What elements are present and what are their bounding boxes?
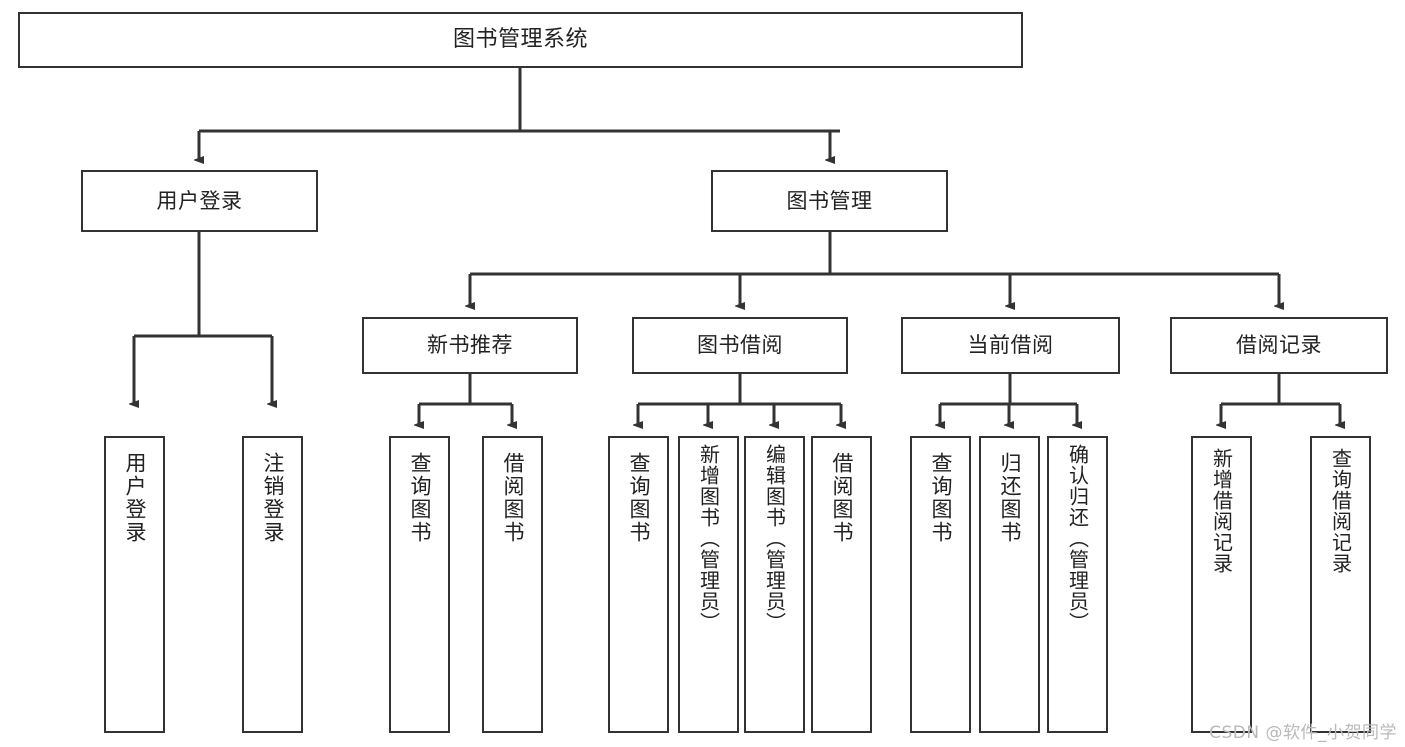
leaf-current-borrow-query[interactable]: 查询图书 — [910, 436, 971, 733]
leaf-book-borrow-add[interactable]: 新增图书（管理员） — [678, 436, 739, 733]
node-label: 当前借阅 — [967, 333, 1054, 358]
node-label: 查询图书 — [627, 452, 651, 544]
node-label: 新增借阅记录 — [1209, 448, 1234, 574]
leaf-book-borrow-query[interactable]: 查询图书 — [608, 436, 669, 733]
node-label: 新增图书（管理员） — [696, 444, 721, 633]
leaf-current-borrow-confirm[interactable]: 确认归还（管理员） — [1047, 436, 1108, 733]
leaf-new-book-borrow[interactable]: 借阅图书 — [482, 436, 543, 733]
node-label: 新书推荐 — [427, 333, 513, 358]
node-label: 注销登录 — [261, 452, 285, 544]
node-label: 确认归还（管理员） — [1065, 444, 1090, 633]
node-root-system[interactable]: 图书管理系统 — [18, 12, 1023, 68]
node-label: 查询图书 — [929, 452, 953, 544]
node-label: 图书管理系统 — [452, 27, 588, 53]
node-label: 查询图书 — [408, 452, 432, 544]
csdn-watermark: CSDN @软件_小贺同学 — [1209, 723, 1397, 743]
node-user-login[interactable]: 用户登录 — [81, 170, 318, 232]
leaf-new-book-query[interactable]: 查询图书 — [389, 436, 450, 733]
leaf-user-login-logout[interactable]: 注销登录 — [242, 436, 303, 733]
leaf-book-borrow-borrow[interactable]: 借阅图书 — [811, 436, 872, 733]
node-current-borrow[interactable]: 当前借阅 — [901, 317, 1120, 374]
node-new-book-recommend[interactable]: 新书推荐 — [362, 317, 578, 374]
node-label: 借阅记录 — [1236, 333, 1322, 358]
node-book-management[interactable]: 图书管理 — [711, 170, 948, 232]
node-label: 归还图书 — [998, 452, 1022, 544]
node-label: 用户登录 — [156, 188, 243, 213]
node-book-borrow[interactable]: 图书借阅 — [632, 317, 848, 374]
leaf-book-borrow-edit[interactable]: 编辑图书（管理员） — [744, 436, 805, 733]
leaf-borrow-record-query[interactable]: 查询借阅记录 — [1310, 436, 1371, 733]
node-label: 查询借阅记录 — [1328, 448, 1353, 574]
node-label: 借阅图书 — [501, 452, 525, 544]
node-label: 图书管理 — [786, 188, 873, 213]
node-label: 用户登录 — [123, 452, 147, 544]
node-label: 编辑图书（管理员） — [762, 444, 787, 633]
leaf-current-borrow-return[interactable]: 归还图书 — [979, 436, 1040, 733]
leaf-borrow-record-add[interactable]: 新增借阅记录 — [1191, 436, 1252, 733]
node-borrow-record[interactable]: 借阅记录 — [1170, 317, 1388, 374]
node-label: 借阅图书 — [830, 452, 854, 544]
leaf-user-login-login[interactable]: 用户登录 — [104, 436, 165, 733]
node-label: 图书借阅 — [697, 333, 783, 358]
